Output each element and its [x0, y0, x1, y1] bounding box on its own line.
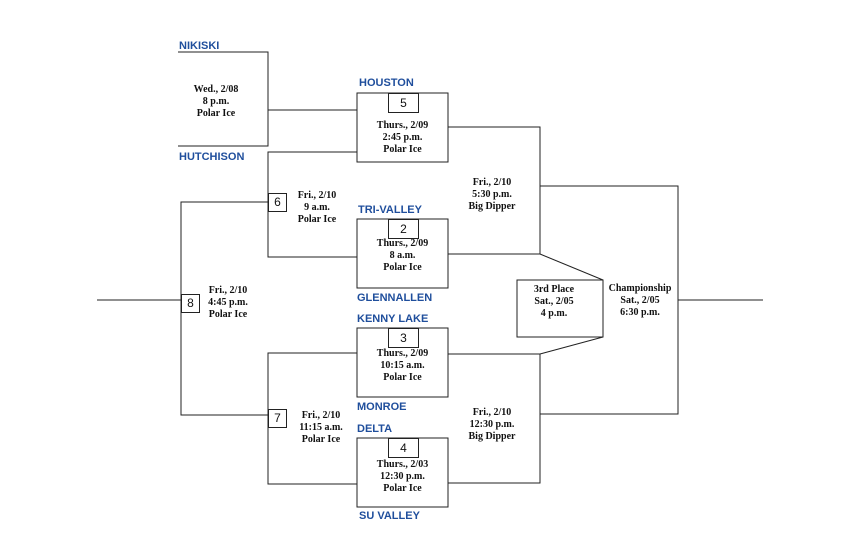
game8-time: 4:45 p.m. [208, 297, 248, 308]
bracket-line-play-in [178, 51, 269, 147]
bracket-line-semi-top [448, 126, 541, 255]
game8-date: Fri., 2/10 [208, 285, 248, 296]
bracket-line-third-top [539, 253, 604, 281]
team-monroe: MONROE [357, 401, 407, 413]
team-hutchison: HUTCHISON [179, 151, 245, 163]
game7-date: Fri., 2/10 [301, 410, 341, 421]
semi-top-venue: Big Dipper [468, 201, 516, 212]
championship-date: Sat., 2/05 [620, 295, 660, 306]
third-place-time: 4 p.m. [540, 308, 568, 319]
game4-venue: Polar Ice [383, 483, 422, 494]
team-tri-valley: TRI-VALLEY [358, 204, 422, 216]
game5-time: 2:45 p.m. [382, 132, 423, 143]
third-place-box [516, 279, 604, 338]
third-place-info: 3rd Place Sat., 2/05 4 p.m. [519, 284, 589, 320]
play-in-venue: Polar Ice [196, 108, 236, 119]
team-glennallen: GLENNALLEN [357, 292, 433, 304]
championship-title: Championship [608, 283, 672, 294]
game4-time: 12:30 p.m. [380, 471, 425, 482]
game4-number: 4 [388, 438, 419, 458]
game6-number: 6 [268, 193, 287, 212]
semi-top-info: Fri., 2/10 5:30 p.m. Big Dipper [452, 177, 532, 213]
team-delta: DELTA [357, 423, 393, 435]
play-in-time: 8 p.m. [202, 96, 230, 107]
game5-date: Thurs., 2/09 [376, 120, 429, 131]
game6-info: Fri., 2/10 9 a.m. Polar Ice [282, 190, 352, 226]
game5-venue: Polar Ice [383, 144, 422, 155]
game2-date: Thurs., 2/09 [376, 238, 429, 249]
game3-number: 3 [388, 328, 419, 348]
team-nikiski: NIKISKI [179, 40, 220, 52]
game8-number: 8 [181, 294, 200, 313]
game7-info: Fri., 2/10 11:15 a.m. Polar Ice [286, 410, 356, 446]
play-in-info: Wed., 2/08 8 p.m. Polar Ice [176, 84, 256, 120]
game7-venue: Polar Ice [301, 434, 341, 445]
game2-time: 8 a.m. [389, 250, 416, 261]
game6-venue: Polar Ice [297, 214, 337, 225]
game5-info: Thurs., 2/09 2:45 p.m. Polar Ice [357, 120, 448, 156]
championship-time: 6:30 p.m. [620, 307, 660, 318]
semi-top-time: 5:30 p.m. [472, 189, 512, 200]
game5-number: 5 [388, 93, 419, 113]
team-kenny-lake: KENNY LAKE [357, 313, 429, 325]
team-houston: HOUSTON [359, 77, 414, 89]
play-in-date: Wed., 2/08 [193, 84, 239, 95]
game4-date: Thurs., 2/03 [376, 459, 429, 470]
game6-time: 9 a.m. [304, 202, 330, 213]
game2-venue: Polar Ice [383, 262, 422, 273]
semi-bottom-info: Fri., 2/10 12:30 p.m. Big Dipper [452, 407, 532, 443]
bracket-line-third-bottom [539, 336, 604, 355]
semi-bottom-time: 12:30 p.m. [469, 419, 515, 430]
game7-time: 11:15 a.m. [299, 422, 343, 433]
game2-info: Thurs., 2/09 8 a.m. Polar Ice [357, 238, 448, 274]
game8-venue: Polar Ice [208, 309, 248, 320]
game6-date: Fri., 2/10 [297, 190, 337, 201]
game8-info: Fri., 2/10 4:45 p.m. Polar Ice [193, 285, 263, 321]
game4-info: Thurs., 2/03 12:30 p.m. Polar Ice [357, 459, 448, 495]
semi-bottom-date: Fri., 2/10 [472, 407, 512, 418]
semi-top-date: Fri., 2/10 [472, 177, 512, 188]
game3-info: Thurs., 2/09 10:15 a.m. Polar Ice [357, 348, 448, 384]
game3-time: 10:15 a.m. [380, 360, 425, 371]
game3-venue: Polar Ice [383, 372, 422, 383]
semi-bottom-venue: Big Dipper [468, 431, 516, 442]
third-place-date: Sat., 2/05 [534, 296, 574, 307]
game7-number: 7 [268, 409, 287, 428]
game2-number: 2 [388, 219, 419, 239]
championship-info: Championship Sat., 2/05 6:30 p.m. [601, 283, 679, 319]
game3-date: Thurs., 2/09 [376, 348, 429, 359]
bracket-line-semi-bottom [448, 353, 541, 484]
third-place-title: 3rd Place [533, 284, 575, 295]
team-su-valley: SU VALLEY [359, 510, 420, 522]
